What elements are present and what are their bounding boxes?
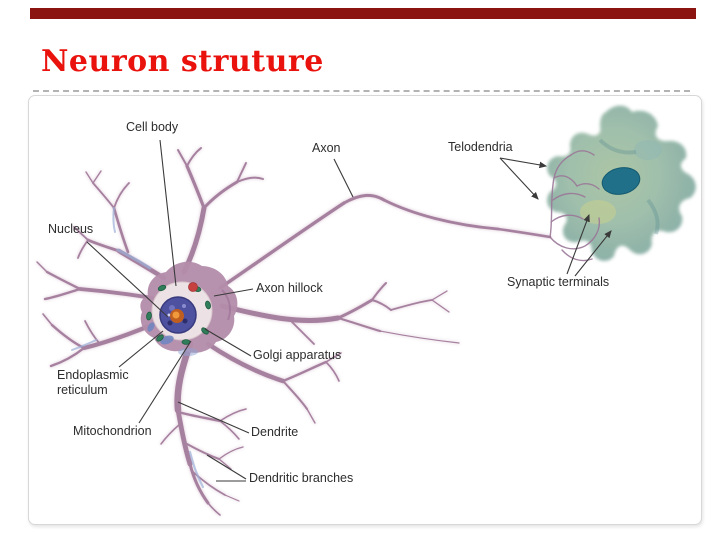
label-cell-body: Cell body [126, 120, 179, 134]
label-axon-hillock: Axon hillock [256, 281, 323, 295]
label-golgi-apparatus: Golgi apparatus [253, 348, 342, 362]
label-mitochondrion: Mitochondrion [73, 424, 152, 438]
label-endoplasmic-reticulum: Endoplasmic reticulum [57, 368, 129, 397]
diagram-panel [28, 95, 702, 525]
title-underline [33, 90, 690, 92]
label-axon: Axon [312, 141, 341, 155]
label-nucleus: Nucleus [48, 222, 94, 236]
slide-title: Neuron struture [41, 44, 324, 79]
label-dendrite: Dendrite [251, 425, 299, 439]
label-dendritic-branches: Dendritic branches [249, 471, 354, 485]
label-telodendria: Telodendria [448, 140, 513, 154]
label-synaptic-terminals: Synaptic terminals [507, 275, 610, 289]
slide-top-bar [30, 8, 696, 19]
